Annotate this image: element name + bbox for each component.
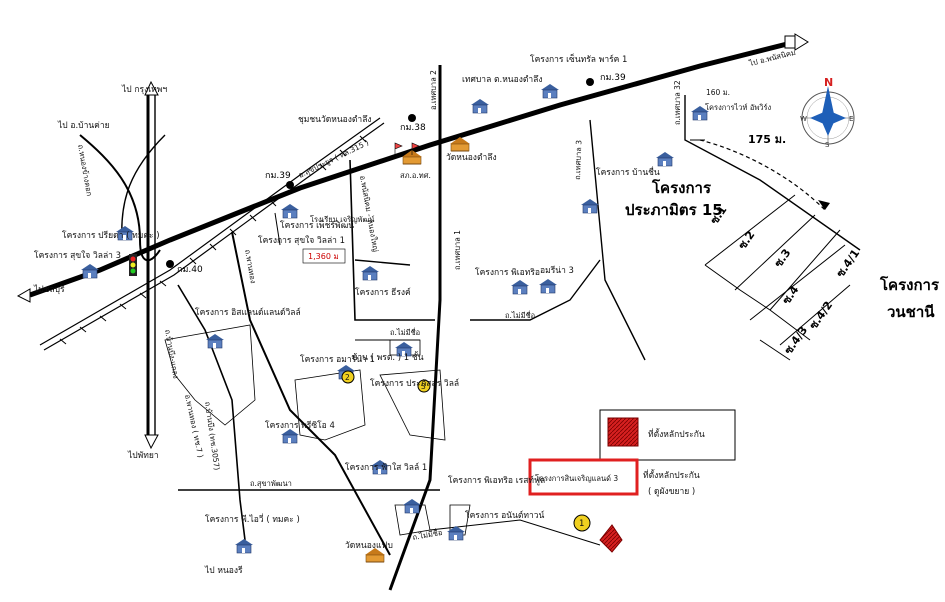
proj-r: เทศบาล ต.หนองตำลึง <box>462 75 543 85</box>
arrow-pattaya-icon <box>144 434 159 450</box>
marker-3: 3 <box>421 382 426 391</box>
highway-315 <box>29 39 796 298</box>
main-project-title-1: โครงการ <box>651 178 712 197</box>
road-315-label: อ.สุขประยูร ( ทล.315 ) <box>297 138 370 180</box>
collateral-zoom-2: ( ดูผังขยาย ) <box>648 487 695 497</box>
proj-c: โครงการ สุขใจ วิลล่า 1 <box>258 235 345 246</box>
soi-2: ซ.2 <box>736 228 758 251</box>
distance-1360: 1,360 ม <box>308 252 339 261</box>
soi-4-2: ซ.4/2 <box>807 299 835 332</box>
ban-phon: บ้าน ( พรต. ) 1 ชั้น <box>352 351 424 363</box>
wanchana-title-2: วนชานี <box>887 303 935 321</box>
proj-b: โครงการ สุขใจ วิลล่า 3 <box>34 250 121 261</box>
proj-a: โครงการ ปรียดา ( ทมคะ ) <box>62 230 160 241</box>
road-tesaban3: ถ.เทศบาล 3 <box>573 140 583 180</box>
soi-3: ซ.3 <box>772 246 794 269</box>
proj-p: โครงการ พี.ไอวี่ ( ทมคะ ) <box>205 513 300 525</box>
dir-nong-ree: ไป หนองรี <box>204 565 243 576</box>
arrow-chonburi-icon <box>16 288 31 303</box>
proj-l: โครงการ พรีซิโอ 4 <box>265 420 335 431</box>
proj-j: โครงการ อมารีน่า 1 <box>300 354 375 365</box>
dir-bangkok: ไป กรุงเทพฯ <box>121 84 167 95</box>
marker-2: 2 <box>345 373 350 382</box>
proj-n: โครงการ พิเอทริอ เรสท์ฟูล <box>448 475 545 486</box>
nongtamlueng-community: ชุมชนวัดหนองตำลึง <box>298 115 372 125</box>
road-3057: ถ.บ้านบึง (ทช.3057) <box>203 401 222 471</box>
arrow-bangkok-icon <box>144 80 159 96</box>
road-phan-thong-vert: อ.พนัสนิคม - หนองใหญ่ <box>358 175 380 253</box>
marker-1: 1 <box>579 519 584 529</box>
km40: กม.40 <box>177 265 203 275</box>
police-label: สภ.อ.ทศ. <box>400 171 431 180</box>
road-tesaban1: ถ.เทศบาล 1 <box>453 230 462 270</box>
compass-w: W <box>800 115 807 123</box>
soi-4: ซ.4 <box>780 283 802 307</box>
km39a: กม.39 <box>265 171 291 181</box>
main-project-title-2: ประภามิตร 15 <box>625 201 723 219</box>
road-banket: ถ.พานทอง <box>243 249 258 285</box>
collateral-site <box>599 524 623 553</box>
road-sukha-phatthana: ถ.สุขาพัฒนา <box>250 479 292 488</box>
proj-o: โครงการ อนันต์ทาวน์ <box>465 510 545 521</box>
road-noname-3: ถ.ไม่มีชื่อ <box>412 527 443 542</box>
arrow-top-right-icon <box>794 33 809 51</box>
selected-project-box <box>528 458 639 496</box>
soi-4-1: ซ.4/1 <box>834 247 862 280</box>
temple2-label: วัดหนองแฟบ <box>345 541 393 551</box>
compass-icon <box>801 86 855 145</box>
proj-m: โครงการ ฟ้าใส วิลล์ 1 <box>345 462 427 473</box>
proj-k: โครงการ ประภัสสร วิลล์ <box>370 378 459 389</box>
selected-project-label: โครงการสินเจริญแลนด์ 3 <box>535 474 618 483</box>
compass-s: S <box>825 141 830 149</box>
road-tesaban2: อ.เทศบาล 2 <box>429 70 438 110</box>
dir-rayong: ไปชลบุรี <box>33 284 65 295</box>
proj-i: โครงการ อิสแลนด์แลนด์วิลล์ <box>195 307 301 318</box>
proj-g: โครงการ พิเอทริอ <box>475 267 540 278</box>
km38: กม.38 <box>400 123 426 133</box>
collateral-zoom-1: ที่ตั้งหลักประกัน <box>643 469 700 481</box>
proj-h: อมรีน่า 3 <box>540 265 574 276</box>
road-tesaban32: ถ.เทศบาล 32 <box>673 80 682 125</box>
proj-f: โครงการ บ้านชื่น <box>596 166 660 178</box>
temple1-label: วัดหนองตำลึง <box>446 153 497 163</box>
road-noname-2: ถ.ไม่มีชื่อ <box>505 310 535 320</box>
wanchana-title-1: โครงการ <box>879 275 940 294</box>
road-nong-ri: อ.พานทอง ( ทช.7 ) <box>183 394 205 459</box>
railway <box>39 117 381 346</box>
compass-e: E <box>849 115 853 123</box>
dir-pattaya: ไปพัทยา <box>127 450 159 461</box>
proj-e: โครงการ ธีรงค์ <box>355 287 411 298</box>
distance-160: 160 ม. <box>706 88 730 97</box>
dir-ban-kao: ไป อ.บ้านค่าย <box>57 120 110 131</box>
proj-d: โครงการ เพ็ชร์พัฒน์ <box>280 219 354 231</box>
road-nong-kham: ถ.หนองข้างคอก <box>76 144 94 197</box>
compass-n: N <box>824 76 833 89</box>
distance-arrow <box>699 139 826 211</box>
km39b: กม.39 <box>600 73 626 83</box>
proj-s: โครงการไวท์ อัพวิร์ง <box>705 103 772 112</box>
road-nong-ri-1: ถ.บ้านบึง-แกลง <box>163 329 181 380</box>
proj-q: โครงการ เซ็นทรัล พาร์ค 1 <box>530 53 627 65</box>
road-noname-1: ถ.ไม่มีชื่อ <box>390 327 420 337</box>
school-label: โรงเรียน เจริญพัฒน์ <box>310 215 375 224</box>
legend-collateral: ที่ตั้งหลักประกัน <box>648 428 705 440</box>
distance-175: 175 ม. <box>748 133 786 146</box>
